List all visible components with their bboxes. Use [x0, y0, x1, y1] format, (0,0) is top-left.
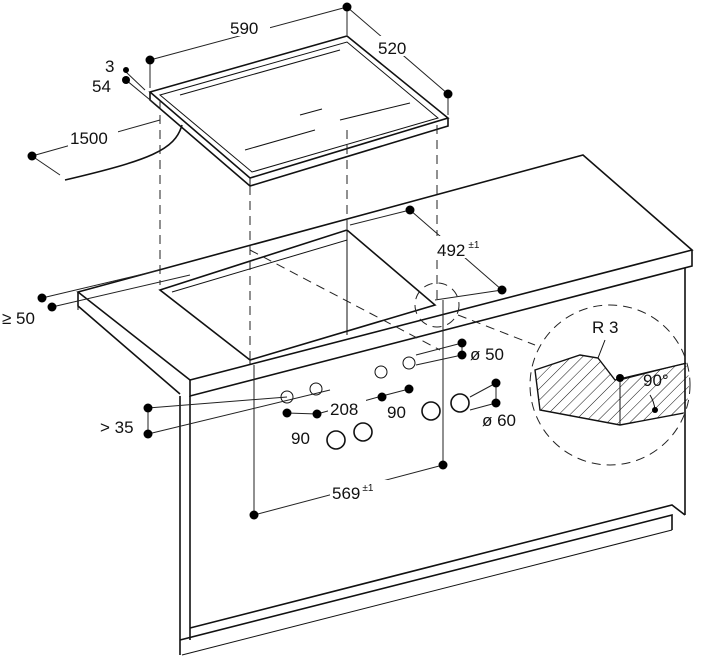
label-min-below-top: > 35 — [100, 418, 134, 437]
edge-detail — [529, 304, 691, 466]
dimension-points — [27, 2, 507, 520]
label-edge-radius: R 3 — [592, 318, 618, 337]
projection-lines — [159, 100, 536, 360]
label-cable-length: 1500 — [70, 129, 108, 148]
worktop-cutout — [158, 229, 437, 365]
label-glass-thickness: 3 — [105, 57, 114, 76]
power-cable — [64, 124, 183, 181]
hob — [64, 35, 450, 187]
label-cutout-width: 569±1 — [332, 483, 374, 503]
label-knob-spacing-right: 90 — [387, 403, 406, 422]
label-knob-spacing-left: 90 — [291, 429, 310, 448]
label-knob-diameter: ø 60 — [482, 411, 516, 430]
control-holes — [280, 356, 416, 404]
label-hob-depth: 520 — [378, 39, 406, 58]
label-cutout-depth: 492±1 — [437, 240, 480, 260]
label-hob-width: 590 — [230, 19, 258, 38]
label-edge-angle: 90° — [643, 371, 669, 390]
dimension-labels: 590 520 3 54 1500 492±1 ≥ 50 ø 50 R 3 90… — [2, 16, 669, 503]
label-knob-spacing-center: 208 — [330, 400, 358, 419]
label-hole-diameter: ø 50 — [470, 345, 504, 364]
label-hob-height: 54 — [92, 77, 111, 96]
label-front-distance: ≥ 50 — [2, 309, 35, 328]
knobs — [326, 393, 470, 450]
